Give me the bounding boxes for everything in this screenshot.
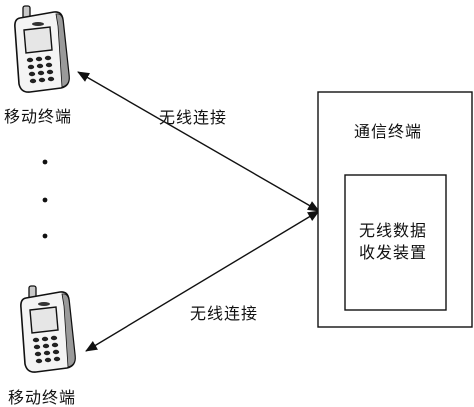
transceiver-box: [344, 174, 447, 311]
communication-terminal-label: 通信终端: [354, 122, 422, 141]
ellipsis-dots: [42, 159, 48, 239]
wireless-link-top-arrow: [77, 71, 320, 212]
wireless-link-top-label: 无线连接: [159, 108, 227, 127]
mobile-phone-bottom-icon: [20, 285, 76, 373]
mobile-terminal-bottom-label: 移动终端: [8, 388, 76, 407]
wireless-link-bottom-label: 无线连接: [190, 304, 258, 323]
transceiver-label-line1: 无线数据: [359, 221, 427, 240]
wireless-link-bottom-arrow: [85, 210, 320, 352]
transceiver-label-line2: 收发装置: [359, 243, 427, 262]
mobile-terminal-top-label: 移动终端: [4, 107, 72, 126]
mobile-phone-top-icon: [14, 5, 70, 93]
